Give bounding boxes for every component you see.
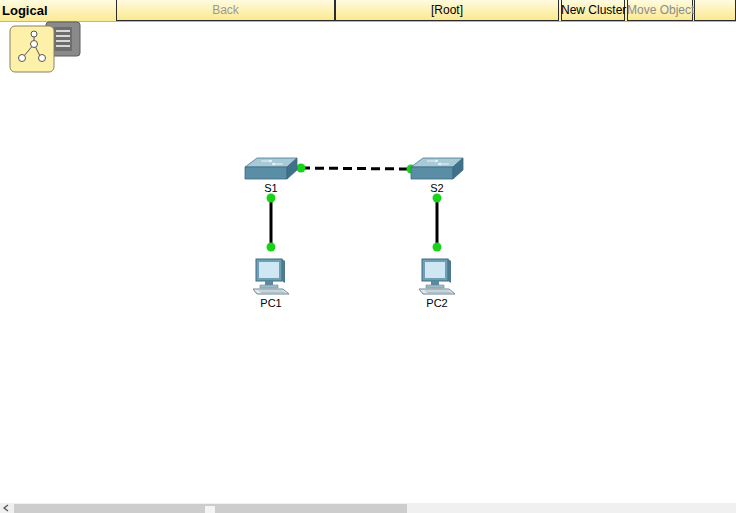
link-status-light xyxy=(433,194,442,203)
pc-device: PC2 xyxy=(413,257,461,310)
switch-icon xyxy=(409,155,465,182)
device-name: S1 xyxy=(264,182,277,195)
view-tab-title: Logical xyxy=(2,0,115,21)
ethernet-link xyxy=(270,198,273,247)
switch-device: S1 xyxy=(243,155,299,195)
device-name: PC2 xyxy=(426,297,447,310)
horizontal-scrollbar xyxy=(0,503,736,513)
toolbar-button xyxy=(694,0,736,21)
pc-device: PC1 xyxy=(247,257,295,310)
link-status-light xyxy=(433,243,442,252)
switch-icon xyxy=(243,155,299,182)
pc-icon xyxy=(413,257,461,297)
link-status-light xyxy=(297,164,306,173)
toolbar xyxy=(0,0,736,22)
switch-device: S2 xyxy=(409,155,465,195)
ethernet-link xyxy=(436,198,439,247)
serial-link xyxy=(301,168,411,169)
device-name: S2 xyxy=(430,182,443,195)
device-name: PC1 xyxy=(260,297,281,310)
pc-icon xyxy=(247,257,295,297)
toolbar-edge xyxy=(0,21,736,22)
toolbar-button-label: New Cluster xyxy=(561,0,625,21)
view-tab-icon xyxy=(10,22,80,72)
toolbar-button-label: [Root] xyxy=(335,0,559,21)
toolbar-button-label: Move Object xyxy=(627,0,693,21)
toolbar-button-label: Back xyxy=(116,0,335,21)
link-status-light xyxy=(267,194,276,203)
link-status-light xyxy=(267,243,276,252)
